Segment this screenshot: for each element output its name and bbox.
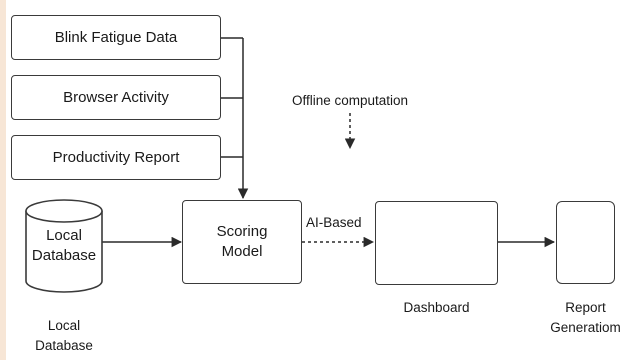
database-caption: Local Database xyxy=(20,316,108,356)
browser-activity-label: Browser Activity xyxy=(63,88,169,106)
dashboard-box xyxy=(375,201,498,285)
input-connectors xyxy=(221,37,249,200)
database-inner-label: Local Database xyxy=(26,226,102,266)
ai-based-label: AI-Based xyxy=(306,215,362,230)
blink-fatigue-data-label: Blink Fatigue Data xyxy=(54,28,178,46)
scoring-model-line2: Model xyxy=(221,243,263,260)
browser-activity-box: Browser Activity xyxy=(11,75,221,120)
scoring-model-line1: Scoring xyxy=(216,223,268,240)
report-caption: Report Generatiom xyxy=(538,298,633,338)
database-caption-line1: Local xyxy=(47,318,81,333)
database-inner-line1: Local xyxy=(46,227,82,244)
left-edge-strip xyxy=(0,0,6,360)
productivity-report-box: Productivity Report xyxy=(11,135,221,180)
scoring-model-box: Scoring Model xyxy=(182,200,302,284)
database-caption-line2: Database xyxy=(35,338,93,353)
database-inner-line2: Database xyxy=(31,247,97,264)
report-caption-line2: Generatiom xyxy=(550,320,621,335)
blink-fatigue-data-box: Blink Fatigue Data xyxy=(11,15,221,60)
report-caption-line1: Report xyxy=(565,300,606,315)
offline-computation-label: Offline computation xyxy=(291,93,409,108)
productivity-report-label: Productivity Report xyxy=(52,148,180,166)
report-box xyxy=(556,201,615,284)
dashboard-caption: Dashboard xyxy=(403,300,470,315)
database-cylinder xyxy=(25,199,103,293)
